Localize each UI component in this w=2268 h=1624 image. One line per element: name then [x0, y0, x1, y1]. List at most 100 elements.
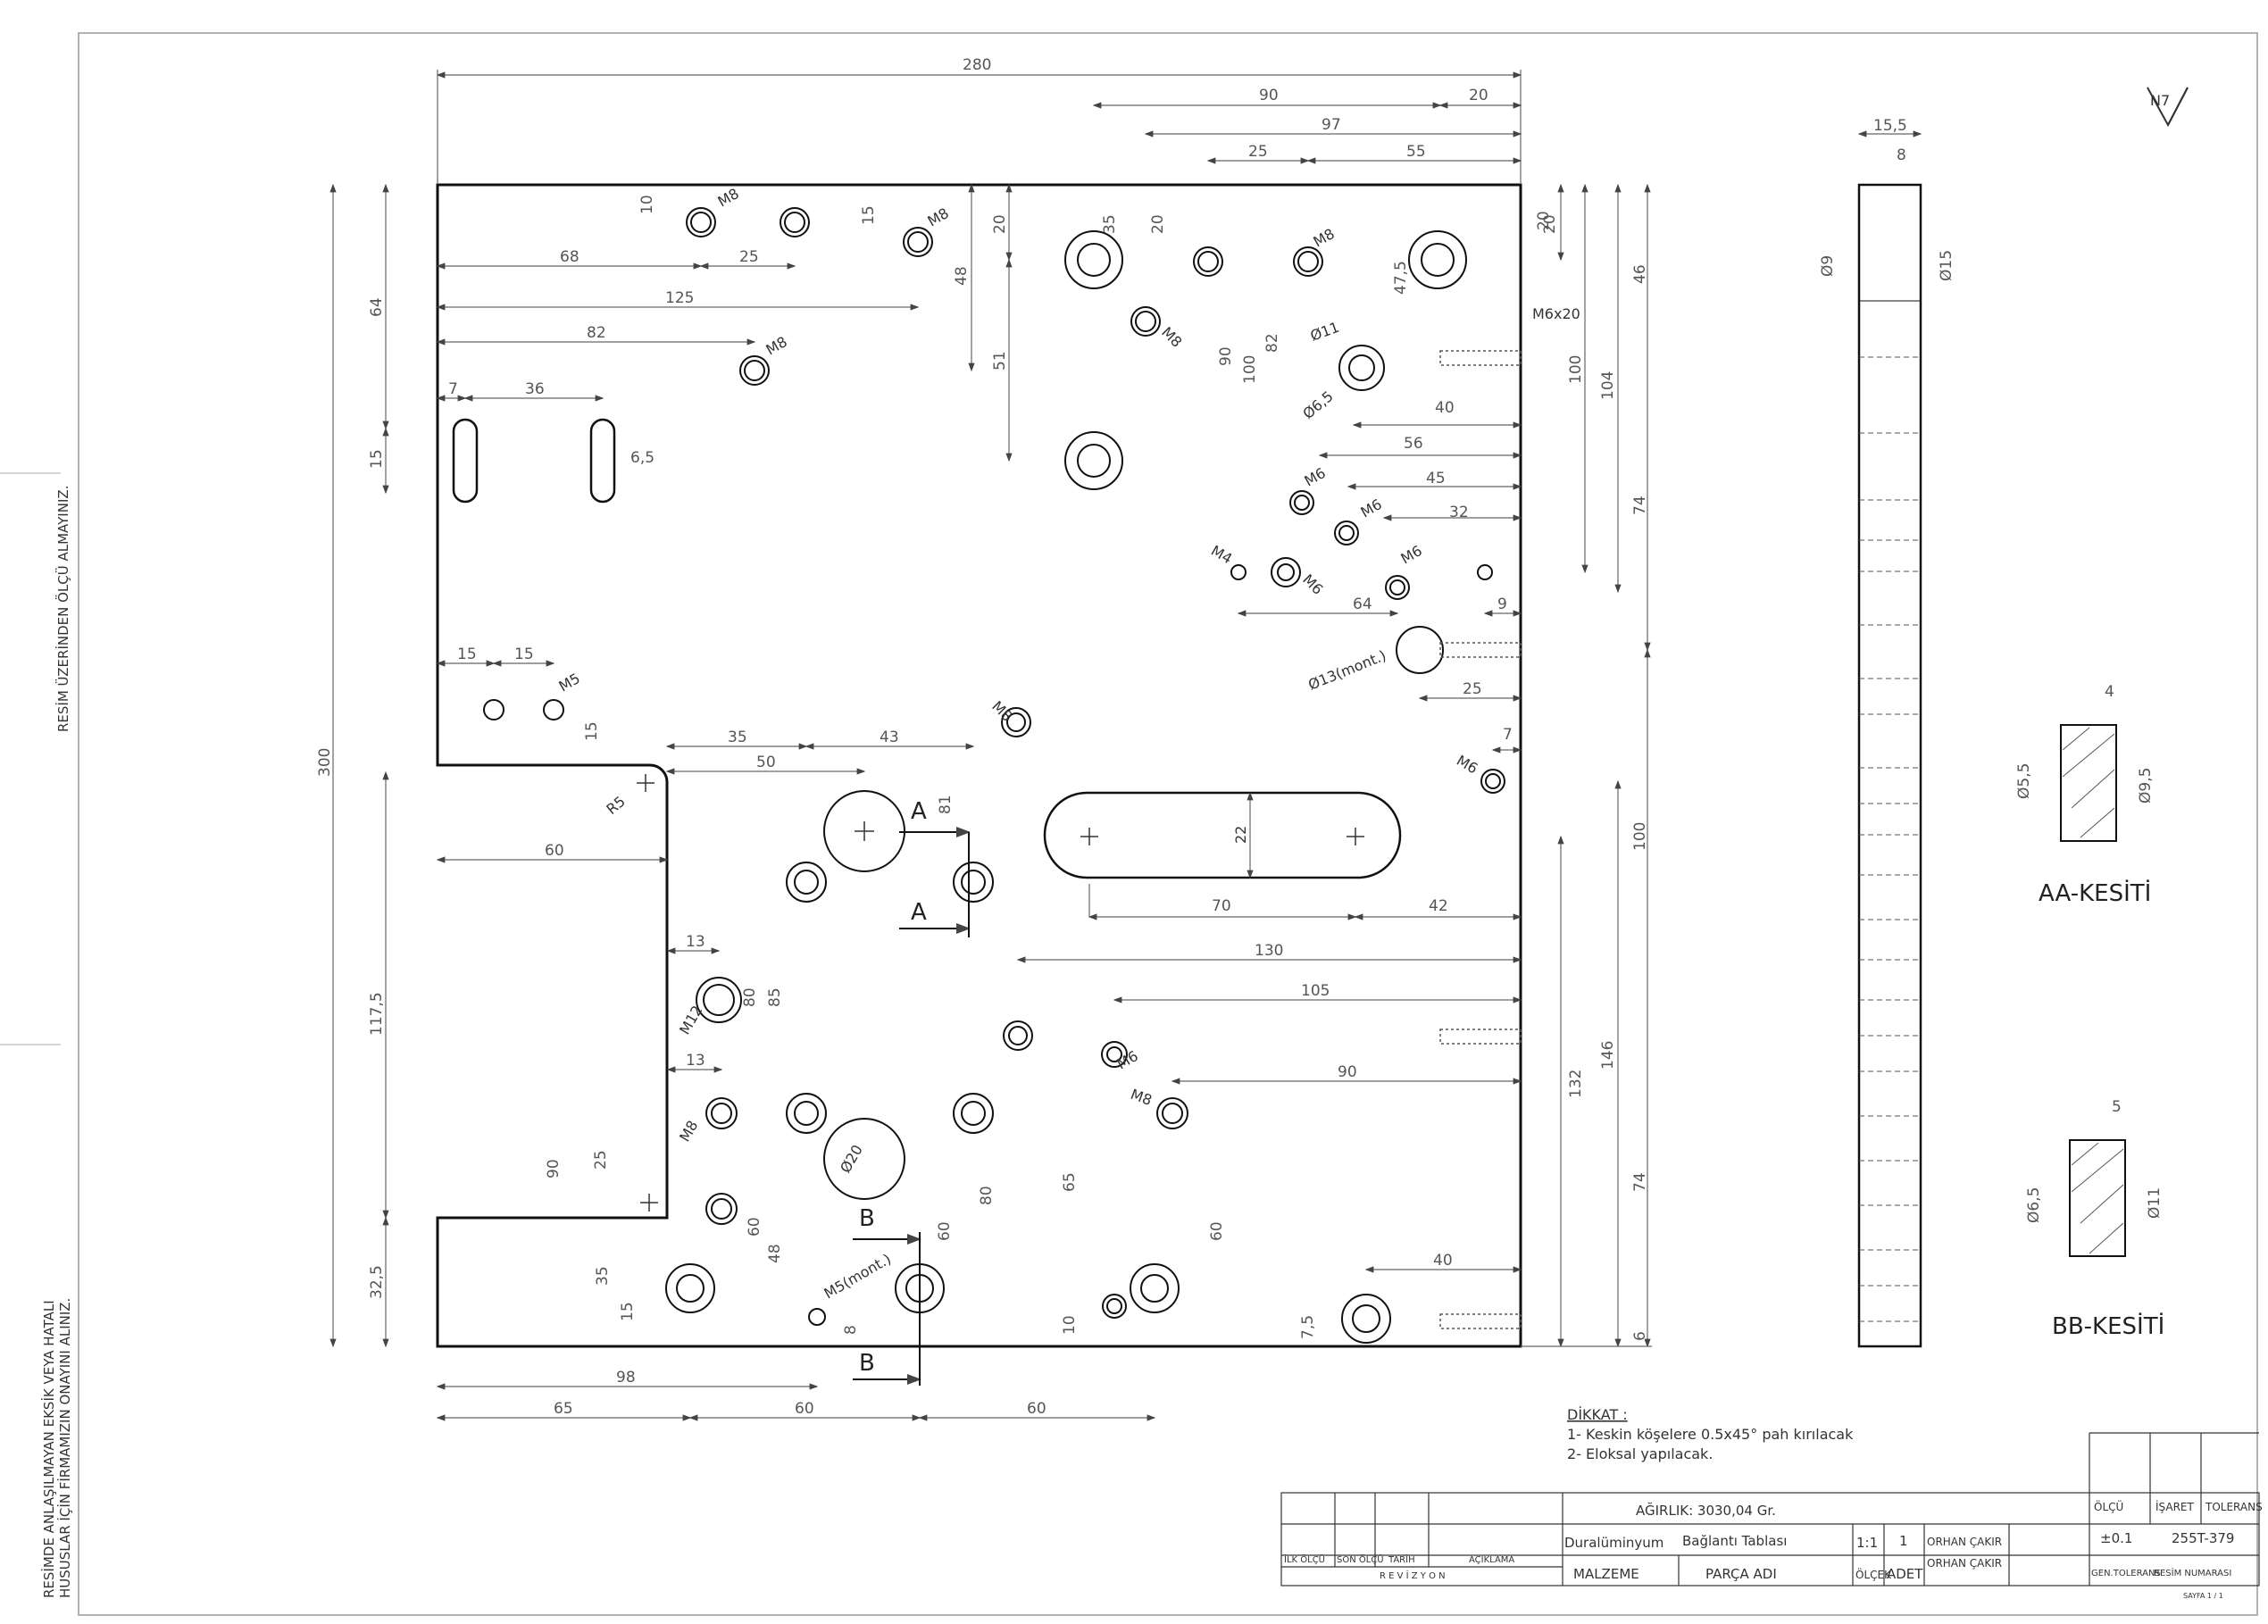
svg-text:M12: M12	[676, 1003, 706, 1037]
svg-text:20: 20	[991, 214, 1009, 234]
svg-text:M8: M8	[715, 185, 742, 210]
svg-text:300: 300	[316, 748, 334, 777]
side-note-top: RESİM ÜZERİNDEN ÖLÇÜ ALMAYINIZ.	[54, 486, 71, 732]
svg-text:Ø5,5: Ø5,5	[2015, 763, 2033, 799]
svg-text:M8: M8	[988, 697, 1015, 724]
svg-text:B: B	[859, 1205, 875, 1232]
svg-text:15: 15	[368, 449, 386, 469]
svg-text:ORHAN ÇAKIR: ORHAN ÇAKIR	[1927, 1557, 2002, 1570]
svg-text:32,5: 32,5	[368, 1265, 386, 1299]
svg-text:51: 51	[991, 351, 1009, 371]
svg-text:TARİH: TARİH	[1388, 1553, 1415, 1565]
svg-text:35: 35	[1101, 214, 1119, 234]
svg-text:25: 25	[739, 248, 759, 266]
svg-text:80: 80	[741, 987, 759, 1007]
svg-text:4: 4	[2105, 683, 2114, 701]
svg-text:7,5: 7,5	[1299, 1315, 1317, 1339]
svg-text:40: 40	[1433, 1252, 1453, 1270]
svg-text:40: 40	[1435, 399, 1455, 417]
svg-text:60: 60	[746, 1217, 763, 1237]
svg-text:Ø11: Ø11	[2146, 1187, 2164, 1219]
svg-text:M6: M6	[1398, 542, 1425, 567]
side-view: 15,5 8 Ø9 Ø15	[1819, 117, 1955, 1348]
svg-text:M6: M6	[1454, 752, 1480, 777]
svg-text:104: 104	[1599, 371, 1617, 400]
svg-text:Bağlantı Tablası: Bağlantı Tablası	[1682, 1533, 1787, 1549]
callouts: M8 M8 M8 M8 M8 M6x20 Ø11 Ø6,5 M6 M6 M6 M…	[556, 185, 1580, 1302]
svg-text:1:1: 1:1	[1856, 1535, 1878, 1551]
svg-text:9: 9	[1497, 595, 1507, 613]
svg-text:81: 81	[937, 795, 955, 814]
svg-text:İLK ÖLÇÜ: İLK ÖLÇÜ	[1284, 1553, 1325, 1565]
svg-text:90: 90	[1217, 346, 1235, 366]
svg-text:68: 68	[560, 248, 580, 266]
svg-text:90: 90	[545, 1159, 563, 1178]
svg-text:100: 100	[1631, 822, 1649, 851]
svg-text:25: 25	[1463, 680, 1482, 698]
svg-text:80: 80	[978, 1186, 996, 1205]
svg-text:6: 6	[1631, 1331, 1649, 1341]
svg-text:M6x20: M6x20	[1532, 305, 1580, 322]
svg-text:AÇIKLAMA: AÇIKLAMA	[1469, 1555, 1514, 1565]
svg-text:35: 35	[728, 729, 747, 746]
svg-text:60: 60	[1027, 1400, 1046, 1418]
svg-text:15,5: 15,5	[1873, 117, 1907, 135]
svg-text:32: 32	[1449, 504, 1469, 521]
svg-text:98: 98	[616, 1369, 636, 1387]
svg-text:M8: M8	[1311, 225, 1338, 250]
svg-text:ADET: ADET	[1887, 1566, 1923, 1582]
section-bb-title: BB-KESİTİ	[2052, 1312, 2164, 1340]
svg-text:RESİM NUMARASI: RESİM NUMARASI	[2154, 1567, 2231, 1578]
svg-text:15: 15	[583, 721, 601, 741]
svg-text:64: 64	[368, 297, 386, 317]
svg-text:Ø11: Ø11	[1308, 319, 1341, 345]
svg-text:36: 36	[525, 380, 545, 398]
svg-text:90: 90	[1338, 1063, 1357, 1081]
svg-text:10: 10	[1061, 1315, 1079, 1335]
svg-text:97: 97	[1322, 116, 1341, 134]
svg-text:Duralüminyum: Duralüminyum	[1564, 1535, 1663, 1551]
svg-text:7: 7	[1503, 726, 1513, 744]
threaded-side-holes	[1439, 350, 1522, 1329]
svg-text:R5: R5	[603, 793, 629, 818]
svg-text:45: 45	[1426, 470, 1446, 487]
section-marks: A A B B	[853, 798, 971, 1386]
notes: DİKKAT : 1- Keskin köşelere 0.5x45° pah …	[1567, 1406, 1854, 1462]
svg-text:M5: M5	[556, 670, 583, 695]
svg-text:M8: M8	[925, 204, 952, 229]
svg-text:B: B	[859, 1350, 875, 1377]
svg-text:ÖLÇÜ: ÖLÇÜ	[2094, 1499, 2123, 1513]
side-note-bottom-2: HUSUSLAR İÇİN FİRMAMIZIN ONAYINI ALINIZ.	[56, 1298, 73, 1598]
svg-text:İŞARET: İŞARET	[2155, 1500, 2195, 1513]
svg-text:6,5: 6,5	[630, 449, 655, 467]
svg-text:Ø15: Ø15	[1938, 250, 1955, 281]
svg-text:7: 7	[448, 380, 458, 398]
svg-text:47,5: 47,5	[1392, 261, 1410, 295]
svg-text:280: 280	[963, 56, 991, 74]
svg-text:60: 60	[936, 1221, 954, 1241]
svg-text:74: 74	[1631, 1172, 1649, 1192]
surface-finish-symbol: N7	[2147, 87, 2189, 128]
svg-text:43: 43	[880, 729, 899, 746]
title-block-text: AĞIRLIK: 3030,04 Gr. Duralüminyum Bağlan…	[1284, 1499, 2263, 1600]
title-block	[1280, 1432, 2260, 1587]
svg-text:25: 25	[1248, 143, 1268, 161]
slot-left-1	[452, 418, 479, 504]
svg-text:25: 25	[592, 1150, 610, 1170]
svg-text:56: 56	[1404, 435, 1423, 453]
side-note-bottom-1: RESİMDE ANLAŞILMAYAN EKSİK VEYA HATALI	[40, 1300, 57, 1598]
svg-text:15: 15	[860, 205, 878, 225]
svg-text:65: 65	[1061, 1172, 1079, 1192]
svg-text:DİKKAT :: DİKKAT :	[1567, 1406, 1628, 1423]
dimension-texts: 280 300 90 20 97 25 55 20 68 25 125 82 7…	[316, 56, 1553, 1418]
svg-text:146: 146	[1599, 1041, 1617, 1070]
svg-text:70: 70	[1212, 897, 1231, 915]
section-aa: 4 Ø5,5 Ø9,5 AA-KESİTİ	[2015, 683, 2155, 907]
vertical-dimension-texts: 10 15 48 51 20 35 20 47,5 90 100 82 20 4…	[368, 195, 1649, 1341]
svg-text:Ø9: Ø9	[1819, 255, 1837, 277]
svg-text:M8: M8	[1129, 1086, 1155, 1109]
svg-text:55: 55	[1406, 143, 1426, 161]
svg-text:50: 50	[756, 754, 776, 771]
svg-text:132: 132	[1567, 1070, 1585, 1098]
svg-text:35: 35	[594, 1266, 612, 1286]
